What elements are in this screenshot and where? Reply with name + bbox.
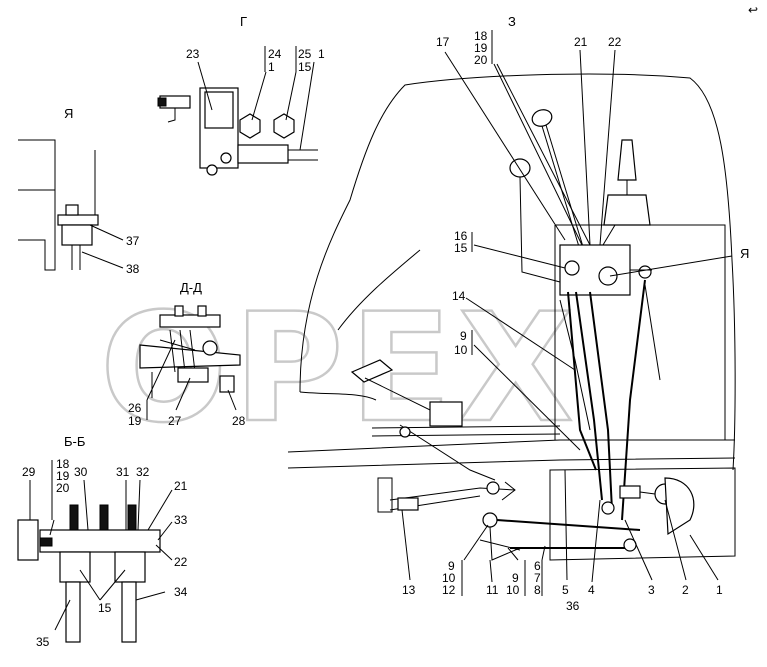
callout-8: 8: [534, 583, 541, 597]
callout-3: 3: [648, 583, 655, 597]
callout-labels: 23 24 1 25 1 15 17 18 19 20 21 22 16 15 …: [22, 29, 723, 649]
callout-37: 37: [126, 234, 140, 248]
callout-4: 4: [588, 583, 595, 597]
callout-19: 19: [474, 41, 488, 55]
callout-17: 17: [436, 35, 450, 49]
callout-31: 31: [116, 465, 130, 479]
view-ya-assembly: [18, 139, 99, 271]
callout-27: 27: [168, 414, 182, 428]
right-bracket: [619, 477, 695, 536]
lever-pivot-block: [559, 244, 652, 296]
linkage-rods: [559, 279, 661, 521]
callout-13: 13: [402, 583, 416, 597]
callout-5: 5: [562, 583, 569, 597]
callout-34: 34: [174, 585, 188, 599]
callout-24: 24: [268, 47, 282, 61]
callout-10: 10: [442, 571, 456, 585]
callout-1: 1: [318, 47, 325, 61]
callout-15: 15: [454, 241, 468, 255]
view-ref-ya: Я: [740, 246, 749, 261]
callout-21: 21: [574, 35, 588, 49]
callout-2: 2: [682, 583, 689, 597]
left-bracket: [377, 477, 393, 513]
section-title-dd: Д-Д: [180, 280, 202, 295]
callout-35: 35: [36, 635, 50, 649]
callout-10: 10: [454, 343, 468, 357]
callout-21: 21: [174, 479, 188, 493]
callout-33: 33: [174, 513, 188, 527]
callout-38: 38: [126, 262, 140, 276]
callout-7: 7: [534, 571, 541, 585]
callout-6: 6: [534, 559, 541, 573]
callout-9: 9: [512, 571, 519, 585]
callout-28: 28: [232, 414, 246, 428]
callout-1: 1: [268, 60, 275, 74]
callout-15: 15: [298, 60, 312, 74]
callout-20: 20: [56, 481, 70, 495]
pedal-assembly: [350, 359, 496, 481]
section-bb-assembly: [17, 504, 161, 643]
callout-12: 12: [442, 583, 456, 597]
section-title-bb: Б-Б: [64, 434, 85, 449]
callout-9: 9: [460, 329, 467, 343]
callout-25: 25: [298, 47, 312, 61]
callout-16: 16: [454, 229, 468, 243]
callout-10: 10: [506, 583, 520, 597]
view-title-ya: Я: [64, 106, 73, 121]
callout-23: 23: [186, 47, 200, 61]
callout-36: 36: [566, 599, 580, 613]
cab-outline: [299, 73, 736, 471]
callout-22: 22: [608, 35, 622, 49]
callout-29: 29: [22, 465, 36, 479]
callout-9: 9: [448, 559, 455, 573]
watermark-text: OPEX: [100, 282, 580, 456]
callout-14: 14: [452, 289, 466, 303]
leader-lines: [29, 30, 733, 631]
view-title-z: З: [508, 14, 516, 29]
callout-1: 1: [716, 583, 723, 597]
callout-19: 19: [56, 469, 70, 483]
corner-mark: ↩: [748, 3, 758, 17]
callout-19: 19: [128, 414, 142, 428]
view-title-g: Г: [240, 14, 247, 29]
callout-22: 22: [174, 555, 188, 569]
callout-20: 20: [474, 53, 488, 67]
callout-15: 15: [98, 601, 112, 615]
callout-11: 11: [486, 583, 499, 597]
callout-18: 18: [474, 29, 488, 43]
callout-30: 30: [74, 465, 88, 479]
callout-18: 18: [56, 457, 70, 471]
lower-linkage: [389, 481, 641, 561]
callout-26: 26: [128, 401, 142, 415]
callout-32: 32: [136, 465, 150, 479]
view-g-assembly: [157, 87, 318, 176]
